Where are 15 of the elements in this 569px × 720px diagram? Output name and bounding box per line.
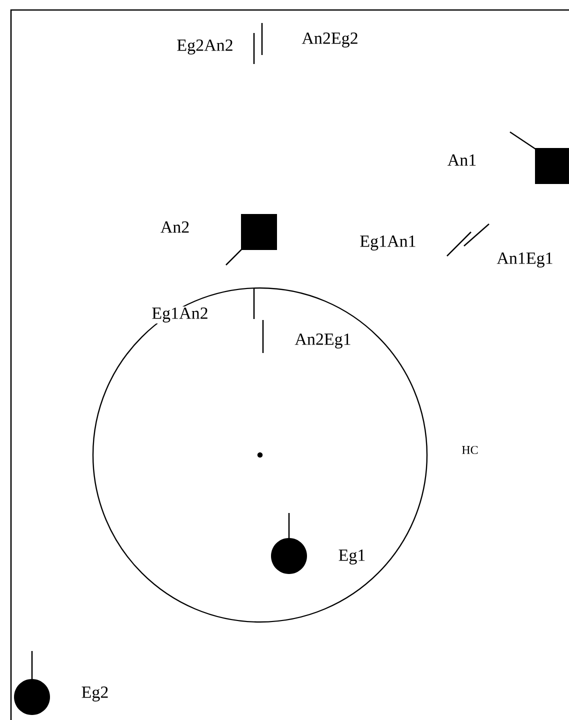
label: An2Eg1 (294, 332, 352, 350)
label: An2Eg2 (300, 32, 360, 48)
square (241, 214, 277, 250)
disk (14, 679, 50, 715)
node-label: Eg2 (82, 686, 108, 702)
node-label: Eg1 (338, 550, 365, 564)
node-label: HC (462, 446, 478, 454)
label: Eg1An1 (358, 234, 418, 252)
circle (92, 287, 428, 623)
node-label: An2 (160, 221, 189, 233)
label: Eg2An2 (176, 38, 234, 56)
node-label: An1 (448, 154, 476, 166)
disk (271, 538, 307, 574)
label: An1Eg1 (496, 252, 554, 268)
label: Eg1An2 (150, 306, 210, 324)
